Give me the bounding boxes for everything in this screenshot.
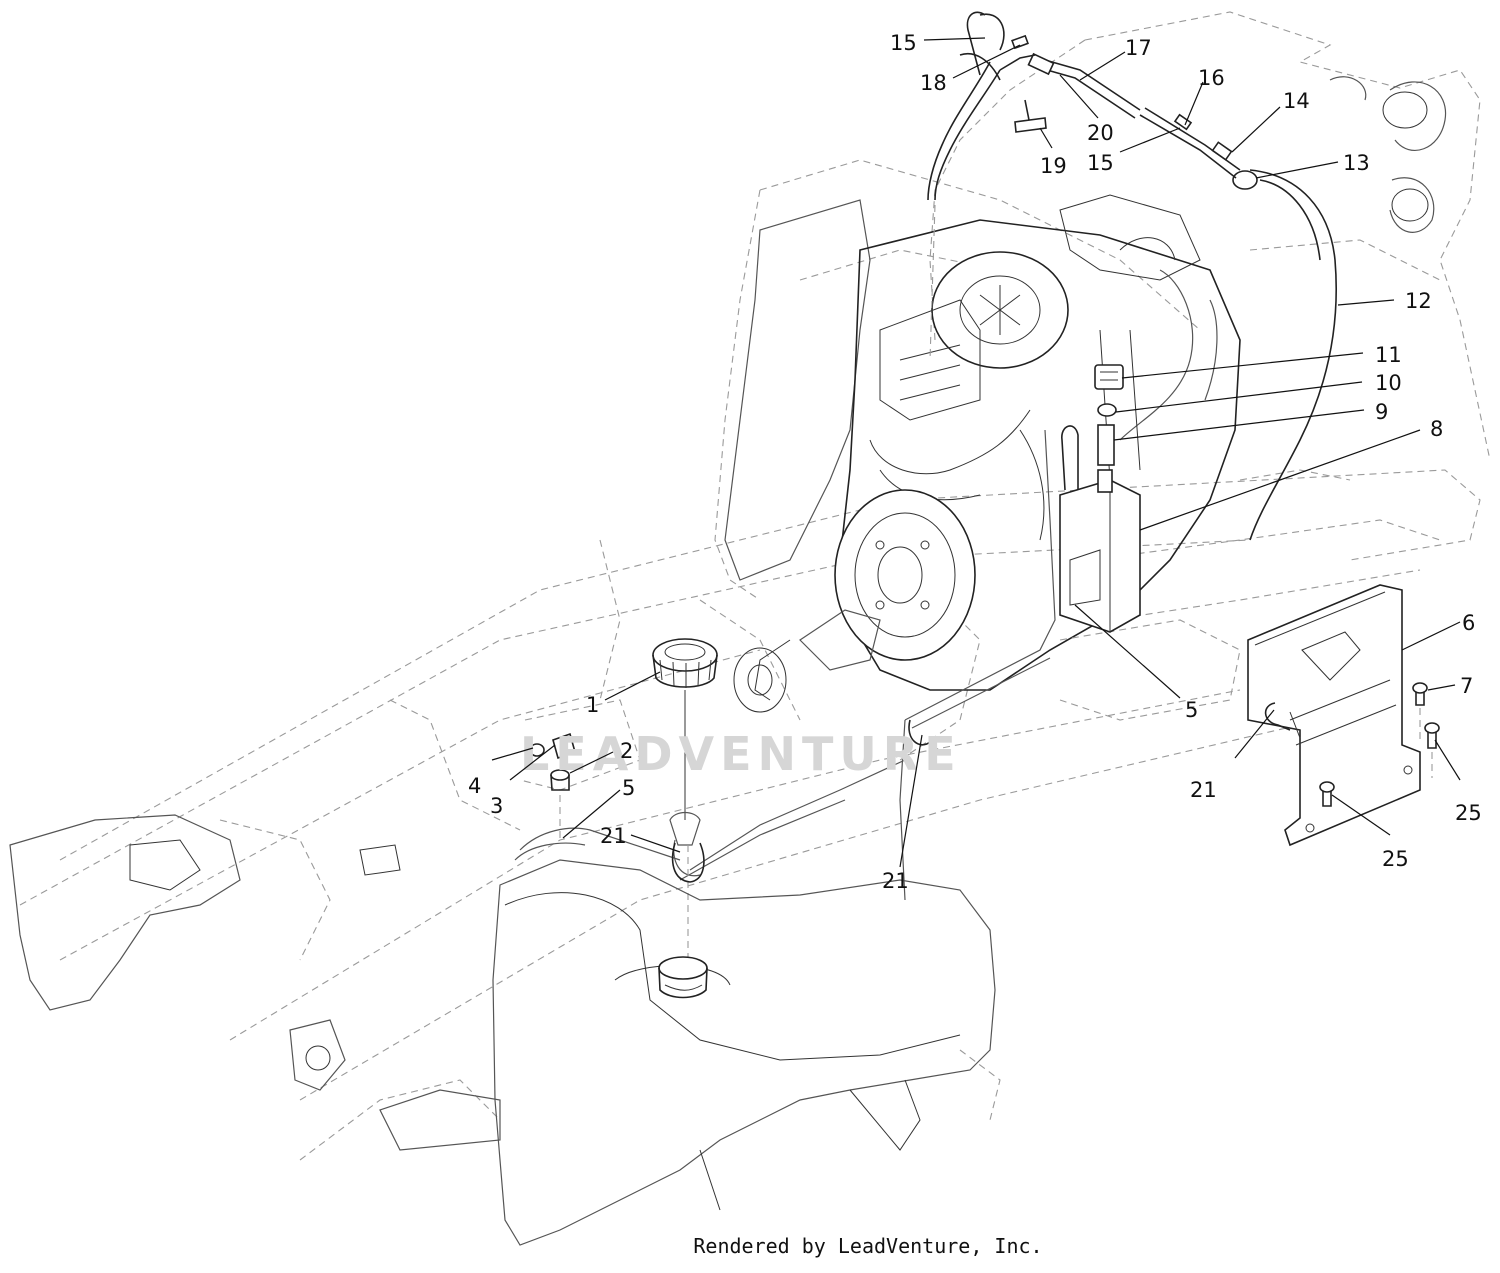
fuel-tank xyxy=(492,859,1001,1246)
callout-3: 3 xyxy=(490,794,503,818)
callout-21-right: 21 xyxy=(1190,778,1217,802)
callout-5-left: 5 xyxy=(622,776,635,800)
chassis-frame xyxy=(19,469,1481,1161)
callout-21-left: 21 xyxy=(600,824,627,848)
footer-credit: Rendered by LeadVenture, Inc. xyxy=(693,1234,1043,1258)
callout-25-bottom: 25 xyxy=(1382,847,1409,871)
callout-17: 17 xyxy=(1125,36,1152,60)
hose-clamps xyxy=(671,719,931,883)
fuel-cap xyxy=(652,638,718,960)
callout-1: 1 xyxy=(586,693,599,717)
callout-5-right: 5 xyxy=(1185,698,1198,722)
callout-13: 13 xyxy=(1343,151,1370,175)
callout-10: 10 xyxy=(1375,371,1402,395)
callout-7: 7 xyxy=(1460,674,1473,698)
watermark-text: LEADVENTURE xyxy=(520,727,962,781)
vent-hose-assembly xyxy=(927,11,1338,541)
fuel-fitting-group xyxy=(519,699,641,840)
engine-assembly xyxy=(724,194,1241,721)
callout-2: 2 xyxy=(620,739,633,763)
charcoal-canister xyxy=(1059,364,1141,633)
callout-18: 18 xyxy=(920,71,947,95)
callout-labels: 15 18 17 16 14 20 15 19 13 12 11 10 9 8 … xyxy=(468,31,1482,893)
leader-lines xyxy=(491,37,1461,868)
callout-15-mid: 15 xyxy=(1087,151,1114,175)
front-frame-bracket xyxy=(9,814,501,1151)
callout-11: 11 xyxy=(1375,343,1402,367)
callout-12: 12 xyxy=(1405,289,1432,313)
callout-25-right: 25 xyxy=(1455,801,1482,825)
callout-4: 4 xyxy=(468,774,481,798)
callout-19: 19 xyxy=(1040,154,1067,178)
mounting-shield xyxy=(1247,584,1440,847)
callout-15-top: 15 xyxy=(890,31,917,55)
callout-20: 20 xyxy=(1087,121,1114,145)
callout-21-mid: 21 xyxy=(882,869,909,893)
fuel-hoses xyxy=(514,429,1056,901)
callout-14: 14 xyxy=(1283,89,1310,113)
callout-8: 8 xyxy=(1430,417,1443,441)
callout-16: 16 xyxy=(1198,66,1225,90)
footer: Rendered by LeadVenture, Inc. xyxy=(0,1234,1500,1258)
callout-9: 9 xyxy=(1375,400,1388,424)
callout-6: 6 xyxy=(1462,611,1475,635)
